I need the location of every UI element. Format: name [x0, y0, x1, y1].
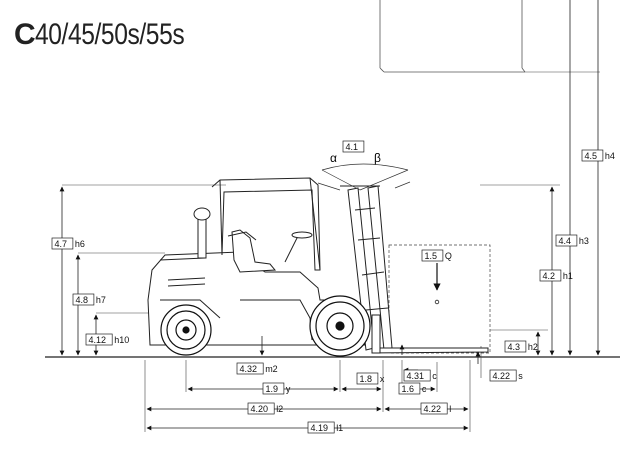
callout-label: l1: [336, 423, 343, 433]
callout-height-h7: 4.8 h7: [72, 293, 106, 306]
callout-label: h10: [114, 335, 129, 345]
callout-label: h1: [563, 271, 573, 281]
callout-height-h1: 4.2 h1: [539, 269, 573, 282]
callout-label: h6: [75, 239, 85, 249]
callout-number: 4.3: [508, 342, 521, 352]
callout-number: 4.5: [585, 151, 598, 161]
callout-number: 1.8: [360, 374, 373, 384]
callout-height-h3: 4.4 h3: [555, 234, 589, 247]
callout-number: 4.22: [493, 371, 511, 381]
tilt-angle-indicator: [317, 163, 411, 191]
callout-length-l1: 4.19 l1: [307, 421, 343, 434]
callout-label: y: [286, 384, 291, 394]
callout-number: 4.19: [311, 423, 329, 433]
callout-number: 4.20: [251, 404, 269, 414]
callout-height-h6: 4.7 h6: [51, 237, 85, 250]
vertical-dimensions: [59, 0, 601, 356]
callout-number: 4.4: [559, 236, 572, 246]
callout-height-h10: 4.12 h10: [85, 333, 129, 346]
callout-number: 4.1: [346, 142, 359, 152]
callout-height-h2: 4.3 h2: [504, 340, 538, 353]
callout-number: 1.6: [402, 384, 415, 394]
callout-dim-c1: 4.31 c: [403, 369, 437, 382]
callout-label: h2: [528, 342, 538, 352]
callout-label: c: [422, 384, 427, 394]
callout-mast-tilt: 4.1: [342, 140, 365, 153]
callout-label: h4: [605, 151, 615, 161]
callout-number: 4.8: [76, 295, 89, 305]
callout-number: 1.5: [425, 251, 438, 261]
load-center-point: [434, 299, 440, 305]
callout-label: h3: [579, 236, 589, 246]
callout-ground-clearance: 4.32 m2: [236, 362, 278, 375]
callout-number: 4.22: [424, 404, 442, 414]
callout-label: Q: [445, 251, 452, 261]
page-title: C40/45/50s/55s: [14, 18, 217, 52]
callout-label: l2: [276, 404, 283, 414]
callout-wheelbase: 1.9 y: [262, 382, 291, 395]
callout-label: c: [432, 371, 437, 381]
callout-length-l2: 4.20 l2: [247, 402, 283, 415]
callout-height-h4: 4.5 h4: [581, 149, 615, 162]
load-box: [388, 244, 491, 354]
callout-number: 4.2: [543, 271, 556, 281]
callout-dim-c2: 1.6 c: [398, 382, 427, 395]
callout-number: 4.12: [89, 335, 107, 345]
callout-label: h7: [96, 295, 106, 305]
callout-overhang-x: 1.8 x: [356, 372, 385, 385]
rear-wheel: [160, 304, 212, 356]
callout-label: s: [518, 371, 523, 381]
callout-fork-s: 4.22 s: [489, 369, 523, 382]
callout-fork-l: 4.22 l: [420, 402, 451, 415]
title-models: 40/45/50s/55s: [35, 18, 185, 51]
horizontal-dimensions: [146, 351, 481, 431]
callout-number: 1.9: [266, 384, 279, 394]
callout-load-center: 1.5 Q: [421, 249, 452, 262]
callout-label: m2: [265, 364, 278, 374]
callout-number: 4.7: [55, 239, 68, 249]
raised-mast-outline: [379, 0, 526, 73]
callout-number: 4.32: [240, 364, 258, 374]
angle-beta-label: β: [374, 151, 381, 165]
front-wheel: [309, 295, 371, 357]
callout-number: 4.31: [407, 371, 425, 381]
angle-alpha-label: α: [330, 151, 337, 165]
callout-label: l: [449, 404, 451, 414]
callout-label: x: [380, 374, 385, 384]
title-letter: C: [14, 18, 36, 51]
